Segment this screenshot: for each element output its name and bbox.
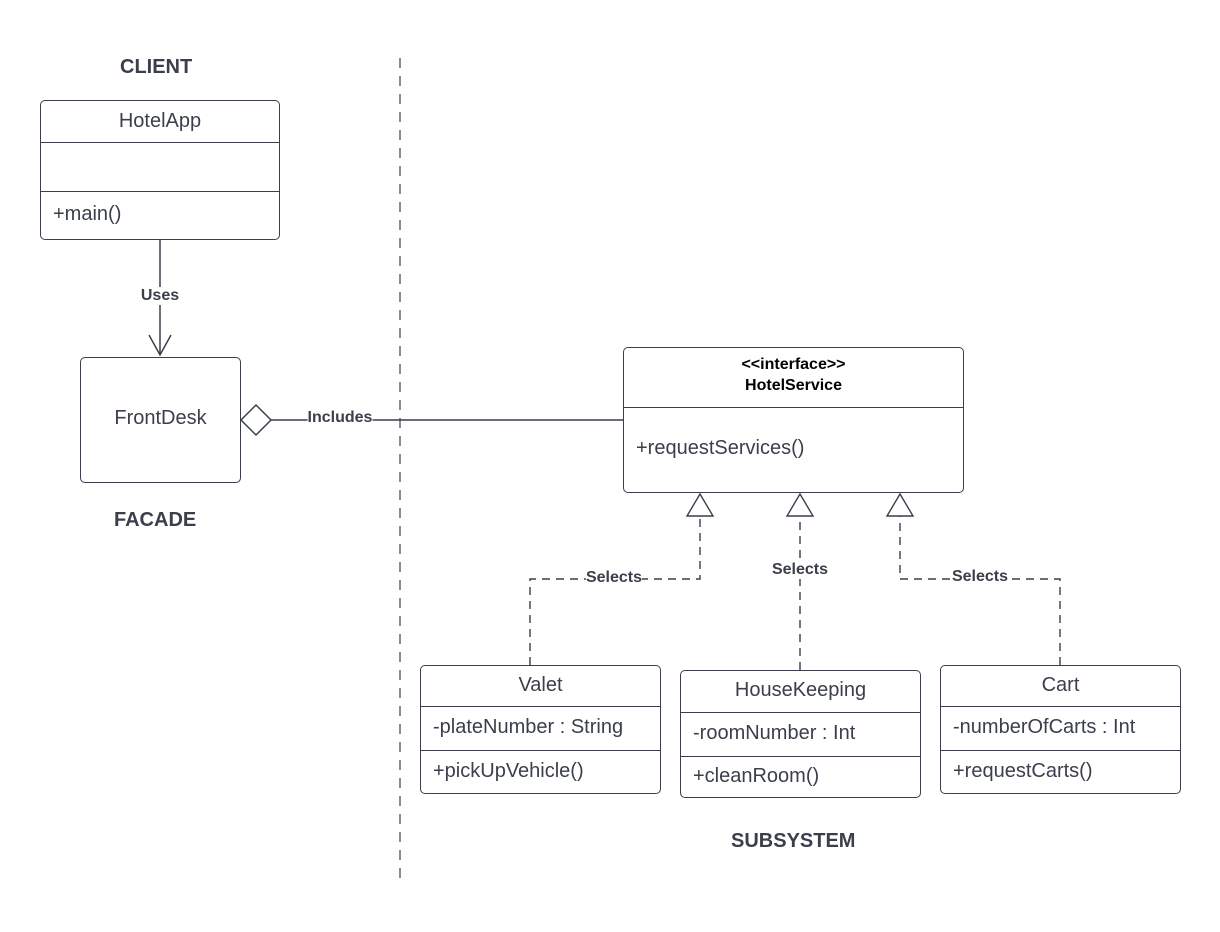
hotel-service-stereotype: <<interface>> — [741, 356, 846, 373]
hotel-app-name: HotelApp — [41, 101, 279, 143]
subsystem-section-label: SUBSYSTEM — [731, 830, 856, 852]
valet-method: +pickUpVehicle() — [433, 760, 584, 782]
valet-realization-connector — [529, 516, 701, 665]
hotel-service-header: <<interface>> HotelService — [624, 348, 963, 408]
cart-realization-connector — [899, 516, 1061, 665]
cart-realization-arrowhead — [885, 492, 915, 517]
front-desk-class[interactable]: FrontDesk — [80, 357, 241, 483]
cart-method: +requestCarts() — [953, 760, 1093, 782]
valet-attribute: -plateNumber : String — [421, 707, 660, 751]
hotel-service-interface[interactable]: <<interface>> HotelService +requestServi… — [623, 347, 964, 493]
includes-label: Includes — [307, 409, 373, 427]
hotel-service-method: +requestServices() — [636, 437, 805, 459]
uses-arrowhead — [148, 334, 172, 357]
valet-selects-label: Selects — [585, 569, 643, 587]
housekeeping-realization-arrowhead — [785, 492, 815, 517]
valet-realization-arrowhead — [685, 492, 715, 517]
front-desk-name: FrontDesk — [114, 407, 207, 429]
hotel-app-method: +main() — [53, 203, 122, 225]
valet-name: Valet — [421, 666, 660, 707]
cart-selects-label: Selects — [951, 568, 1009, 586]
hotel-app-attributes — [41, 143, 279, 192]
cart-name: Cart — [941, 666, 1180, 707]
cart-attribute: -numberOfCarts : Int — [941, 707, 1180, 751]
housekeeping-attribute: -roomNumber : Int — [681, 713, 920, 757]
uses-label: Uses — [140, 287, 180, 305]
hotel-service-name: HotelService — [745, 377, 842, 394]
housekeeping-selects-label: Selects — [771, 561, 829, 579]
housekeeping-class[interactable]: HouseKeeping -roomNumber : Int +cleanRoo… — [680, 670, 921, 798]
housekeeping-name: HouseKeeping — [681, 671, 920, 713]
valet-class[interactable]: Valet -plateNumber : String +pickUpVehic… — [420, 665, 661, 794]
aggregation-diamond — [239, 403, 273, 437]
housekeeping-method: +cleanRoom() — [693, 765, 820, 787]
client-section-label: CLIENT — [120, 56, 193, 78]
cart-class[interactable]: Cart -numberOfCarts : Int +requestCarts(… — [940, 665, 1181, 794]
facade-section-label: FACADE — [114, 509, 197, 531]
hotel-app-class[interactable]: HotelApp +main() — [40, 100, 280, 240]
